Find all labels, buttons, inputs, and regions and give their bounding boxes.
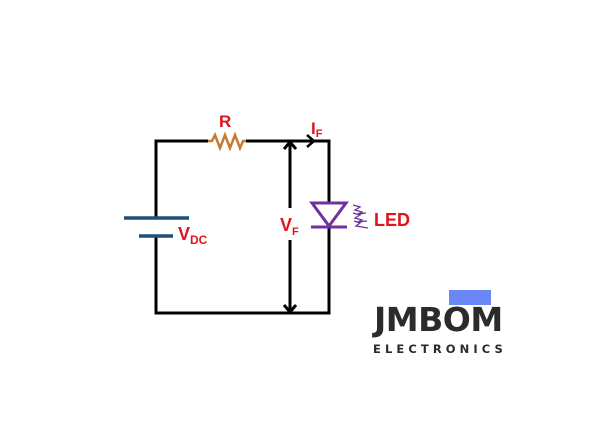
logo-accent-bar [449,290,491,305]
wires [154,139,331,315]
source-voltage-label: VDC [178,224,208,247]
bottom-wire [154,227,331,315]
logo-tagline: ELECTRONICS [373,342,507,356]
top-wire-right [246,139,331,202]
current-label: IF [311,119,323,140]
light-emission-icon [352,204,369,229]
resistor-label: R [219,112,231,131]
logo-name: JMBOM [374,300,503,339]
voltage-arrow [282,139,298,315]
left-wire-top [154,139,208,218]
current-arrow [306,134,316,148]
led-symbol [309,201,349,229]
battery [124,216,189,238]
forward-voltage-label: VF [280,215,299,238]
led-label: LED [374,210,410,230]
resistor [208,131,246,152]
